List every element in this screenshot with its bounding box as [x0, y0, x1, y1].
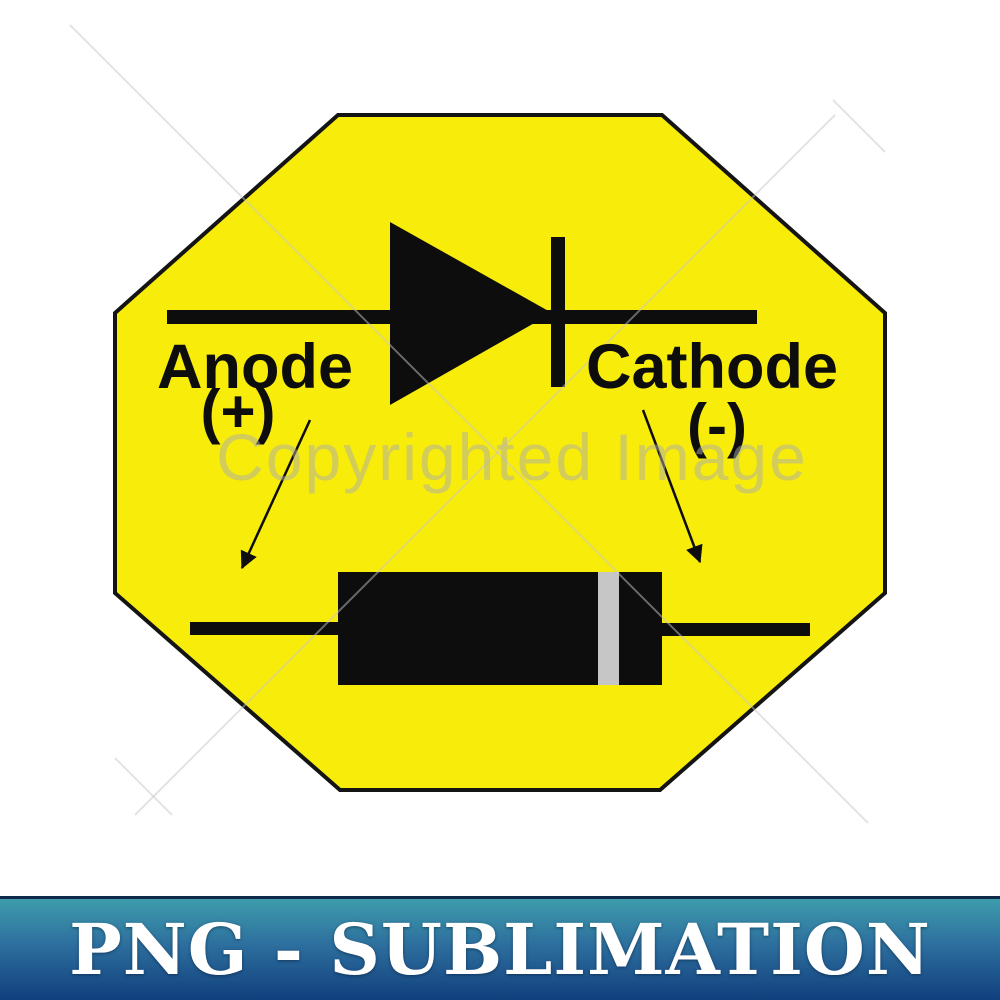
diode-left-lead: [190, 622, 338, 635]
sublimation-banner: PNG - SUBLIMATION: [0, 896, 1000, 1000]
cathode-arrow: [641, 409, 703, 564]
anode-polarity-label: (+): [200, 378, 276, 445]
watermark-line-3: [832, 99, 886, 153]
cathode-polarity-label: (-): [687, 392, 747, 459]
diode-symbol-triangle: [390, 222, 552, 405]
watermark-line-4: [114, 757, 173, 816]
diode-cathode-band: [598, 572, 619, 685]
diode-symbol-cathode-bar: [551, 237, 565, 387]
anode-label: Anode: [157, 332, 353, 402]
diode-right-lead: [662, 623, 810, 636]
watermark-line-2: [134, 114, 836, 816]
watermark-line-1: [69, 24, 869, 824]
anode-arrow: [240, 419, 312, 570]
banner-text: PNG - SUBLIMATION: [69, 907, 931, 991]
watermark-text: Copyrighted Image: [216, 420, 808, 494]
octagon-shape: [113, 113, 887, 792]
cathode-label: Cathode: [586, 332, 838, 402]
